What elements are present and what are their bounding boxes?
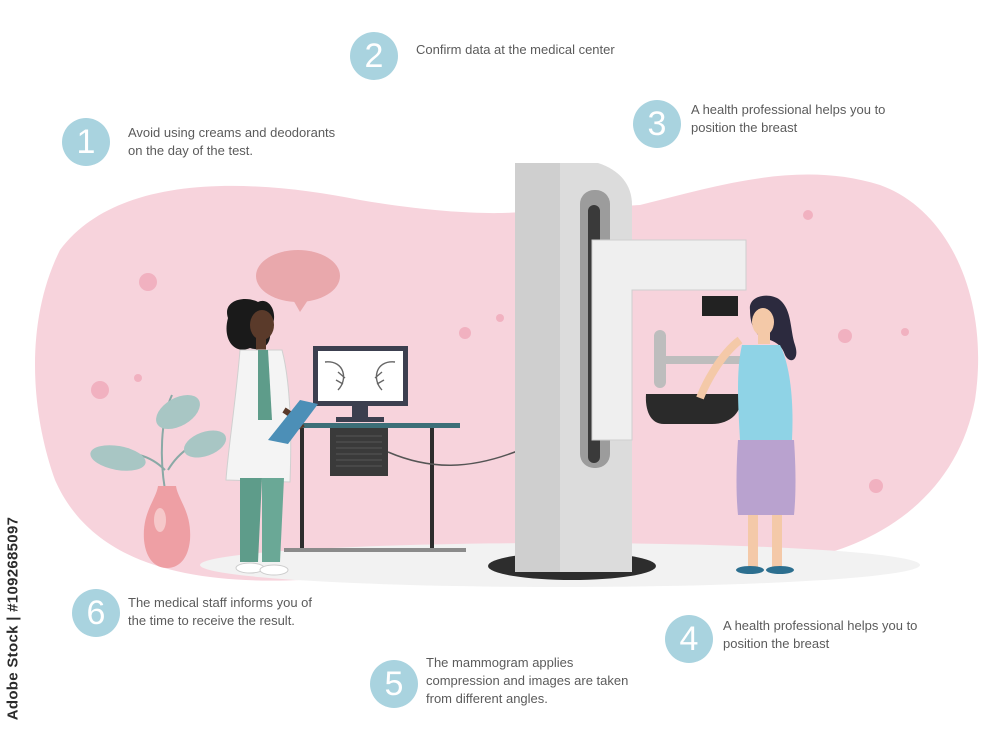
- monitor-icon: [313, 346, 408, 422]
- doctor-figure: [225, 298, 305, 576]
- step-description: Avoid using creams and deodorants on the…: [128, 125, 336, 158]
- step-1: 1 Avoid using creams and deodorants on t…: [62, 118, 335, 166]
- stock-watermark: Adobe Stock | #1092685097: [4, 516, 22, 721]
- step-number-badge: 3: [633, 100, 681, 148]
- step-description: A health professional helps you to posit…: [691, 102, 886, 135]
- step-number-badge: 6: [72, 589, 120, 637]
- step-6: 6 The medical staff informs you of the t…: [72, 589, 312, 637]
- clipboard-icon: [268, 400, 318, 444]
- step-number-badge: 4: [665, 615, 713, 663]
- mammogram-machine: [488, 163, 750, 580]
- speech-bubble-icon: [256, 250, 340, 312]
- step-5: 5 The mammogram applies compression and …: [370, 655, 628, 708]
- step-number-badge: 1: [62, 118, 110, 166]
- step-description: A health professional helps you to posit…: [723, 618, 918, 651]
- step-2: 2 Confirm data at the medical center: [350, 32, 615, 80]
- step-description: The mammogram applies compression and im…: [426, 655, 629, 706]
- step-description: The medical staff informs you of the tim…: [128, 595, 313, 628]
- step-number-badge: 5: [370, 660, 418, 708]
- plant-icon: [90, 394, 227, 491]
- decorative-dots: [91, 210, 909, 493]
- vase: [143, 486, 191, 568]
- step-4: 4 A health professional helps you to pos…: [665, 615, 917, 663]
- step-number-badge: 2: [350, 32, 398, 80]
- patient-figure: [696, 295, 797, 574]
- desk: [284, 423, 521, 552]
- step-description: Confirm data at the medical center: [416, 42, 615, 57]
- step-3: 3 A health professional helps you to pos…: [633, 100, 885, 148]
